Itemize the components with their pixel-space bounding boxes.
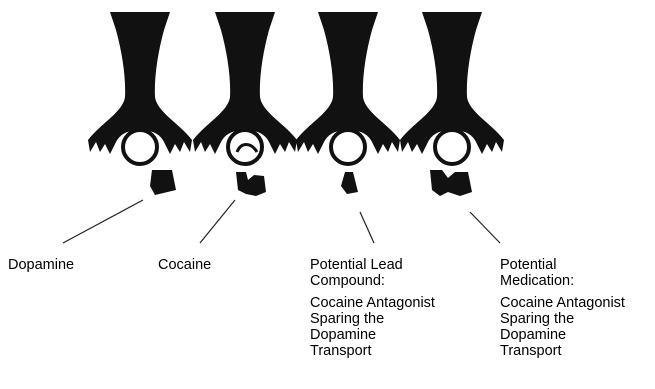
- lead-desc-line-2: Sparing the: [310, 311, 435, 327]
- cocaine-label: Cocaine: [158, 257, 211, 273]
- lead-desc-line-1: Cocaine Antagonist: [310, 295, 435, 311]
- medication-desc-line-3: Dopamine: [500, 327, 625, 343]
- medication-title-line-2: Medication:: [500, 273, 625, 289]
- transporter-4: [400, 12, 504, 164]
- binding-site: [228, 130, 262, 164]
- dopamine-molecule: [150, 170, 176, 195]
- binding-site: [435, 130, 469, 164]
- binding-site: [123, 130, 157, 164]
- lead-title-line-2: Compound:: [310, 273, 435, 289]
- medication-molecule: [430, 170, 472, 196]
- medication-desc-line-4: Transport: [500, 343, 625, 359]
- transporter-1: [88, 12, 192, 164]
- medication-desc-line-1: Cocaine Antagonist: [500, 295, 625, 311]
- medication-description: Cocaine Antagonist Sparing the Dopamine …: [500, 295, 625, 359]
- lead-desc-line-3: Dopamine: [310, 327, 435, 343]
- medication-leader-line: [470, 212, 500, 243]
- lead-compound-label: Potential Lead Compound: Cocaine Antagon…: [310, 257, 435, 359]
- dopamine-leader-line: [63, 200, 143, 243]
- lead-description: Cocaine Antagonist Sparing the Dopamine …: [310, 295, 435, 359]
- cocaine-molecule: [236, 172, 266, 196]
- cocaine-leader-line: [200, 200, 235, 243]
- dopamine-label: Dopamine: [8, 257, 74, 273]
- medication-label: Potential Medication: Cocaine Antagonist…: [500, 257, 625, 359]
- transporter-2: [193, 12, 297, 164]
- medication-title-line-1: Potential: [500, 257, 625, 273]
- binding-site: [331, 130, 365, 164]
- lead-desc-line-4: Transport: [310, 343, 435, 359]
- lead-leader-line: [360, 212, 374, 243]
- lead-title-line-1: Potential Lead: [310, 257, 435, 273]
- lead-compound-molecule: [341, 172, 358, 194]
- medication-desc-line-2: Sparing the: [500, 311, 625, 327]
- transporter-3: [296, 12, 400, 164]
